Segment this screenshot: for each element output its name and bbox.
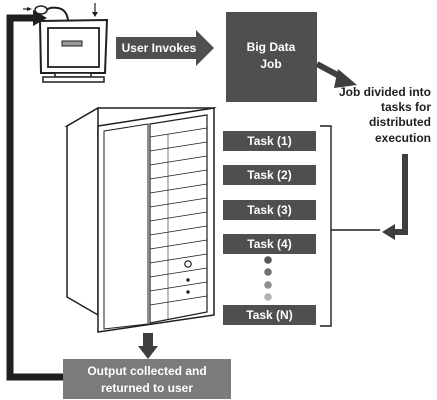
user-invokes-arrow: User Invokes bbox=[116, 30, 214, 66]
big-data-job-line-2: Job bbox=[260, 57, 281, 71]
task-list: Task (1) Task (2) Task (3) Task (4) bbox=[223, 131, 316, 325]
task-box-3: Task (3) bbox=[223, 200, 316, 220]
drive-bays bbox=[149, 127, 208, 320]
task-label-n: Task (N) bbox=[246, 308, 292, 322]
big-data-job-box: Big Data Job bbox=[226, 12, 317, 102]
task-label-2: Task (2) bbox=[247, 168, 291, 182]
led-1-icon bbox=[186, 278, 190, 282]
task-box-n: Task (N) bbox=[223, 305, 316, 325]
task-box-1: Task (1) bbox=[223, 131, 316, 151]
vertical-ellipsis-icon bbox=[264, 256, 272, 301]
output-line-2: returned to user bbox=[101, 381, 193, 395]
led-2-icon bbox=[186, 290, 190, 294]
task-label-1: Task (1) bbox=[247, 134, 291, 148]
task-label-3: Task (3) bbox=[247, 203, 291, 217]
task-brace bbox=[320, 125, 380, 327]
output-box: Output collected and returned to user bbox=[63, 359, 231, 399]
job-divided-note: Job divided into tasks for distributed e… bbox=[339, 85, 431, 145]
job-to-split-arrow bbox=[315, 61, 357, 88]
job-divided-line-2: tasks for bbox=[381, 100, 431, 114]
tower-server-icon bbox=[64, 106, 217, 333]
split-arrow bbox=[382, 154, 408, 240]
job-divided-line-4: execution bbox=[375, 131, 431, 145]
job-divided-line-3: distributed bbox=[369, 115, 431, 129]
monitor-with-microphone-icon bbox=[23, 3, 109, 83]
power-button-icon bbox=[184, 260, 192, 268]
big-data-job-line-1: Big Data bbox=[247, 40, 296, 54]
user-invokes-label: User Invokes bbox=[122, 41, 197, 55]
return-loop-arrow bbox=[6, 10, 63, 381]
job-divided-line-1: Job divided into bbox=[339, 85, 431, 99]
task-box-4: Task (4) bbox=[223, 234, 316, 254]
server-to-output-arrow bbox=[138, 333, 158, 359]
task-label-4: Task (4) bbox=[247, 237, 291, 251]
task-box-2: Task (2) bbox=[223, 165, 316, 185]
output-line-1: Output collected and bbox=[87, 364, 206, 378]
